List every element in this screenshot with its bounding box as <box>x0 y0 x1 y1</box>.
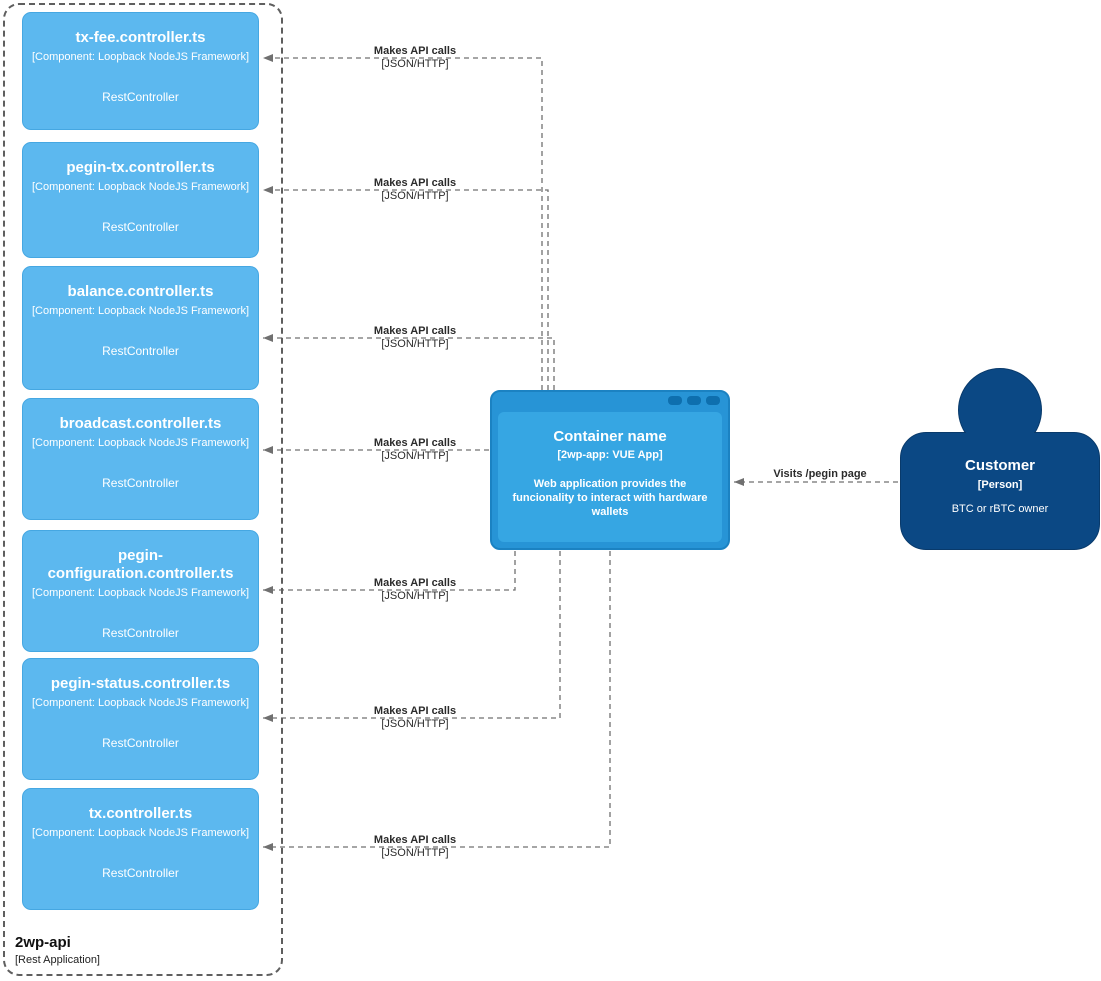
edge-label-tech: [JSON/HTTP] <box>381 190 449 202</box>
component-title: balance.controller.ts <box>67 283 214 300</box>
component-pegin-status-controller: pegin-status.controller.ts [Component: L… <box>22 658 259 780</box>
edge-label-text: Makes API calls <box>373 834 457 846</box>
component-description: RestController <box>102 344 179 358</box>
browser-button-icon <box>668 396 682 405</box>
container-description: Web application provides the funcionalit… <box>512 478 708 518</box>
component-broadcast-controller: broadcast.controller.ts [Component: Loop… <box>22 398 259 520</box>
edge-label-tech: [JSON/HTTP] <box>381 590 449 602</box>
component-title: pegin-configuration.controller.ts <box>47 547 234 582</box>
edge-label-api-2: Makes API calls [JSON/HTTP] <box>340 325 490 351</box>
component-pegin-tx-controller: pegin-tx.controller.ts [Component: Loopb… <box>22 142 259 258</box>
edge-label-tech: [JSON/HTTP] <box>381 58 449 70</box>
edge-label-visit: Visits /pegin page <box>773 468 867 480</box>
person-meta: [Person] <box>977 479 1023 491</box>
component-title: tx-fee.controller.ts <box>75 29 206 46</box>
container-2wp-app: Container name [2wp-app: VUE App] Web ap… <box>490 390 730 550</box>
component-pegin-configuration-controller: pegin-configuration.controller.ts [Compo… <box>22 530 259 652</box>
component-meta: [Component: Loopback NodeJS Framework] <box>31 181 250 193</box>
component-meta: [Component: Loopback NodeJS Framework] <box>31 587 250 599</box>
component-description: RestController <box>102 866 179 880</box>
edge-label-tech: [JSON/HTTP] <box>381 338 449 350</box>
edge-api-1 <box>263 186 549 390</box>
boundary-name: 2wp-api <box>15 934 71 951</box>
edge-label-text: Makes API calls <box>373 705 457 717</box>
browser-chrome-buttons <box>668 396 720 405</box>
edge-label-api-1: Makes API calls [JSON/HTTP] <box>340 177 490 203</box>
component-title: pegin-tx.controller.ts <box>66 159 215 176</box>
component-title: pegin-status.controller.ts <box>50 675 231 692</box>
edge-label-api-0: Makes API calls [JSON/HTTP] <box>340 45 490 71</box>
component-description: RestController <box>102 476 179 490</box>
component-description: RestController <box>102 90 179 104</box>
edge-label-text: Makes API calls <box>373 325 457 337</box>
person-description: BTC or rBTC owner <box>951 503 1049 515</box>
edge-label-text: Makes API calls <box>373 177 457 189</box>
container-meta: [2wp-app: VUE App] <box>557 449 663 461</box>
edge-label-api-6: Makes API calls [JSON/HTTP] <box>340 834 490 860</box>
boundary-label: 2wp-api [Rest Application] <box>15 934 100 966</box>
component-title: broadcast.controller.ts <box>59 415 222 432</box>
browser-button-icon <box>687 396 701 405</box>
edge-label-api-3: Makes API calls [JSON/HTTP] <box>340 437 490 463</box>
component-meta: [Component: Loopback NodeJS Framework] <box>31 437 250 449</box>
component-tx-controller: tx.controller.ts [Component: Loopback No… <box>22 788 259 910</box>
edge-label-api-4: Makes API calls [JSON/HTTP] <box>340 577 490 603</box>
system-boundary-2wp-api: 2wp-api [Rest Application] <box>3 3 283 976</box>
component-meta: [Component: Loopback NodeJS Framework] <box>31 305 250 317</box>
component-meta: [Component: Loopback NodeJS Framework] <box>31 697 250 709</box>
edge-label-tech: [JSON/HTTP] <box>381 718 449 730</box>
edge-label-text: Makes API calls <box>373 45 457 57</box>
edge-label-tech: [JSON/HTTP] <box>381 847 449 859</box>
container-content: Container name [2wp-app: VUE App] Web ap… <box>498 412 722 542</box>
edge-label-text: Makes API calls <box>373 577 457 589</box>
component-meta: [Component: Loopback NodeJS Framework] <box>31 51 250 63</box>
component-description: RestController <box>102 736 179 750</box>
component-title: tx.controller.ts <box>88 805 193 822</box>
boundary-type: [Rest Application] <box>15 954 100 966</box>
edge-label-text: Makes API calls <box>373 437 457 449</box>
person-seam <box>966 431 1034 436</box>
browser-button-icon <box>706 396 720 405</box>
component-balance-controller: balance.controller.ts [Component: Loopba… <box>22 266 259 390</box>
component-description: RestController <box>102 220 179 234</box>
person-title: Customer <box>964 457 1035 474</box>
component-meta: [Component: Loopback NodeJS Framework] <box>31 827 250 839</box>
person-customer: Customer [Person] BTC or rBTC owner <box>900 432 1100 550</box>
container-title: Container name <box>553 428 667 445</box>
edge-label-api-5: Makes API calls [JSON/HTTP] <box>340 705 490 731</box>
component-tx-fee-controller: tx-fee.controller.ts [Component: Loopbac… <box>22 12 259 130</box>
edge-label-tech: [JSON/HTTP] <box>381 450 449 462</box>
component-description: RestController <box>102 626 179 640</box>
